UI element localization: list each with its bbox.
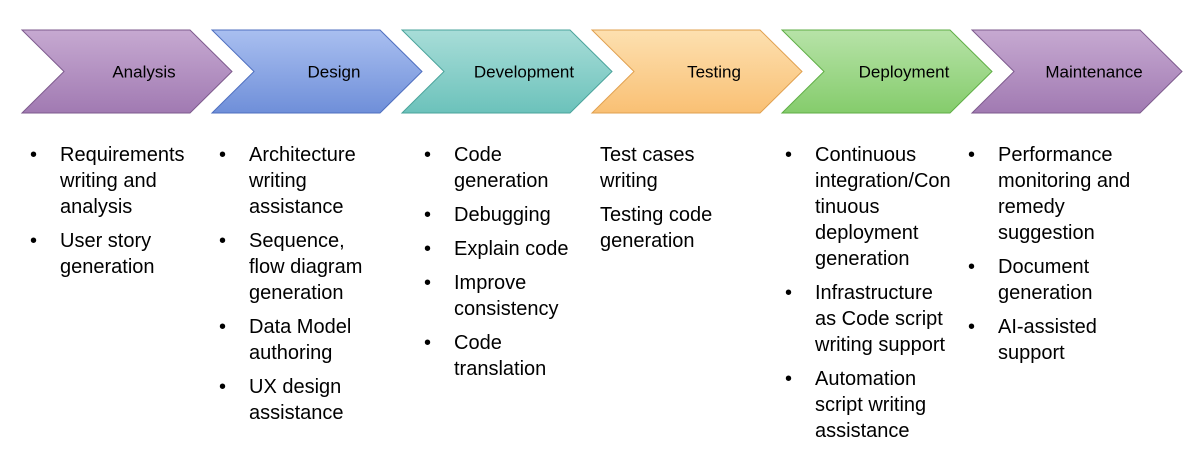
list-item: Test cases writing xyxy=(600,142,730,194)
phase-label-development: Development xyxy=(474,63,574,82)
list-item-text: Improve consistency xyxy=(454,272,559,320)
list-item: • Sequence, flow diagram generation xyxy=(219,228,379,306)
list-item: • Automation script writing assistance xyxy=(785,366,955,444)
list-item: • Architecture writing assistance xyxy=(219,142,379,220)
list-item-text: Infrastructure as Code script writing su… xyxy=(815,282,946,356)
list-item: • Requirements writing and analysis xyxy=(30,142,205,220)
bullet-icon: • xyxy=(30,230,38,252)
list-item: • User story generation xyxy=(30,228,205,280)
list-item: • Data Model authoring xyxy=(219,314,379,366)
list-item: • Performance monitoring and remedy sugge… xyxy=(968,142,1148,246)
bullet-icon: • xyxy=(968,144,976,166)
bullet-icon: • xyxy=(785,368,793,390)
list-item-text: Performance monitoring and remedy sugges… xyxy=(998,144,1131,244)
chevron-testing xyxy=(590,29,803,114)
list-item-text: Data Model authoring xyxy=(249,316,352,364)
bullet-icon: • xyxy=(424,238,432,260)
list-item-text: Explain code xyxy=(454,238,569,260)
phase-label-design: Design xyxy=(308,63,361,82)
list-item-text: Requirements writing and analysis xyxy=(60,144,185,218)
list-item-text: Continuous integration/Continuous deploy… xyxy=(815,144,951,270)
bullet-icon: • xyxy=(785,282,793,304)
bullet-icon: • xyxy=(219,316,227,338)
bullet-icon: • xyxy=(219,144,227,166)
bullet-icon: • xyxy=(219,376,227,398)
bullet-icon: • xyxy=(424,204,432,226)
list-item-text: Testing code generation xyxy=(600,204,713,252)
list-item-text: Test cases writing xyxy=(600,144,695,192)
list-item: • Explain code xyxy=(424,236,584,262)
list-item: • Debugging xyxy=(424,202,584,228)
list-item: • AI-assisted support xyxy=(968,314,1148,366)
phase-label-maintenance: Maintenance xyxy=(1045,63,1142,82)
chevron-maintenance xyxy=(970,29,1183,114)
bullet-icon: • xyxy=(30,144,38,166)
list-item: • Infrastructure as Code script writing s… xyxy=(785,280,955,358)
chevron-design xyxy=(210,29,423,114)
list-item: • Continuous integration/Continuous deplo… xyxy=(785,142,955,272)
phase-column-design: • Architecture writing assistance • Sequenc… xyxy=(219,142,379,434)
list-item-text: Sequence, flow diagram generation xyxy=(249,230,363,304)
phase-column-analysis: • Requirements writing and analysis • User … xyxy=(30,142,205,288)
chevron-deployment xyxy=(780,29,993,114)
list-item-text: Debugging xyxy=(454,204,551,226)
bullet-icon: • xyxy=(968,256,976,278)
bullet-icon: • xyxy=(424,272,432,294)
list-item: • Document generation xyxy=(968,254,1148,306)
chevron-development xyxy=(400,29,613,114)
list-item-text: User story generation xyxy=(60,230,155,278)
list-item-text: Architecture writing assistance xyxy=(249,144,356,218)
list-item-text: Automation script writing assistance xyxy=(815,368,927,442)
list-item: • Code translation xyxy=(424,330,584,382)
list-item-text: Code translation xyxy=(454,332,547,380)
bullet-icon: • xyxy=(968,316,976,338)
list-item: • Code generation xyxy=(424,142,584,194)
bullet-icon: • xyxy=(424,144,432,166)
chevron-analysis xyxy=(20,29,233,114)
list-item-text: Document generation xyxy=(998,256,1093,304)
phase-column-deployment: • Continuous integration/Continuous deplo… xyxy=(785,142,955,452)
phase-label-deployment: Deployment xyxy=(859,63,950,82)
list-item-text: UX design assistance xyxy=(249,376,344,424)
list-item: • Improve consistency xyxy=(424,270,584,322)
phase-label-testing: Testing xyxy=(687,63,741,82)
phase-label-analysis: Analysis xyxy=(112,63,175,82)
list-item: • UX design assistance xyxy=(219,374,379,426)
bullet-icon: • xyxy=(219,230,227,252)
bullet-icon: • xyxy=(785,144,793,166)
bullet-icon: • xyxy=(424,332,432,354)
list-item-text: AI-assisted support xyxy=(998,316,1097,364)
list-item-text: Code generation xyxy=(454,144,549,192)
list-item: Testing code generation xyxy=(600,202,730,254)
phase-column-development: •Code generation•Debugging•Explain code•… xyxy=(424,142,584,390)
phase-column-maintenance: • Performance monitoring and remedy sugge… xyxy=(968,142,1148,374)
